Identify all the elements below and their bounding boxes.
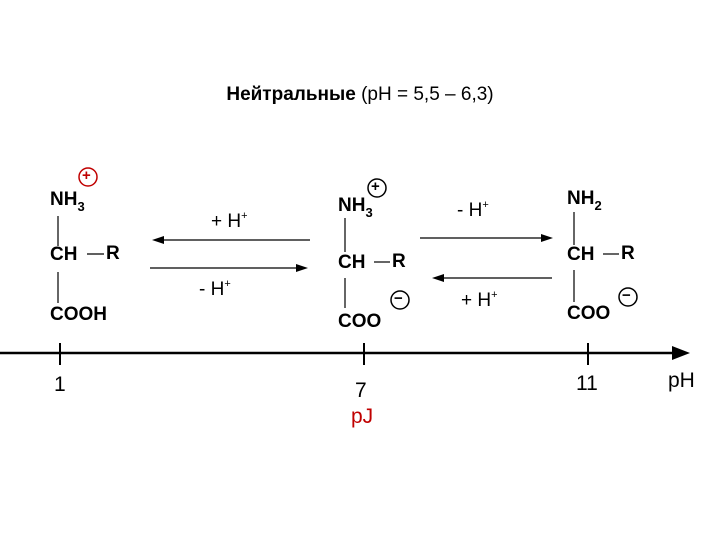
left-bottom-reaction-label: - H+ [199,278,231,300]
left-amino-group: NH3 [50,189,85,213]
left-arrow-bottom-head [296,264,308,272]
isoelectric-point-label: pJ [351,405,374,428]
middle-nh-subscript: 3 [365,205,373,220]
title-ph-range: (pH = 5,5 – 6,3) [361,84,494,105]
right-bottom-reaction-text: + H [461,290,492,311]
left-carboxyl-text: COOH [50,304,107,325]
left-top-reaction-text: + H [211,211,242,232]
middle-amino-group: NH3 [338,195,373,219]
right-ch-text: CH [567,244,595,265]
right-carboxylate-text: COO [567,303,611,324]
left-top-reaction-label: + H+ [211,210,248,232]
left-r-text: R [106,243,120,264]
right-arrow-bottom-head [432,274,444,282]
right-minus-charge: − [622,287,631,304]
ph-tick-label-11: 11 [576,372,598,395]
diagram-title: Нейтральные (pH = 5,5 – 6,3) [0,84,720,106]
left-top-reaction-sup: + [241,210,248,222]
middle-minus-circle [390,290,410,310]
middle-minus-charge: − [394,290,403,307]
right-bottom-reaction-sup: + [491,289,498,301]
right-minus-circle [618,287,638,307]
right-top-reaction-label: - H+ [457,199,489,221]
title-bold: Нейтральные [226,84,356,105]
left-bottom-reaction-sup: + [224,278,231,290]
right-nh-text: NH [567,188,595,209]
right-bottom-reaction-label: + H+ [461,289,498,311]
right-top-reaction-sup: + [482,199,489,211]
left-nh-subscript: 3 [77,199,85,214]
right-top-reaction-text: - H [457,200,483,221]
right-arrow-top-head [541,234,553,242]
left-plus-circle [78,167,98,187]
left-plus-charge: + [82,167,91,184]
left-nh-text: NH [50,189,78,210]
right-amino-group: NH2 [567,188,602,212]
middle-r-text: R [392,251,406,272]
ph-tick-label-7: 7 [355,379,367,402]
ph-axis-label: pH [668,369,695,392]
middle-ch-text: CH [338,252,366,273]
left-ch-text: CH [50,244,78,265]
middle-carboxylate-text: COO [338,311,382,332]
right-nh-subscript: 2 [594,198,602,213]
left-arrow-top-head [152,236,164,244]
middle-nh-text: NH [338,195,366,216]
middle-plus-charge: + [371,178,380,195]
middle-plus-circle [367,178,387,198]
left-bottom-reaction-text: - H [199,279,225,300]
ph-axis-arrowhead [672,346,690,360]
right-r-text: R [621,243,635,264]
ph-tick-label-1: 1 [54,373,66,396]
